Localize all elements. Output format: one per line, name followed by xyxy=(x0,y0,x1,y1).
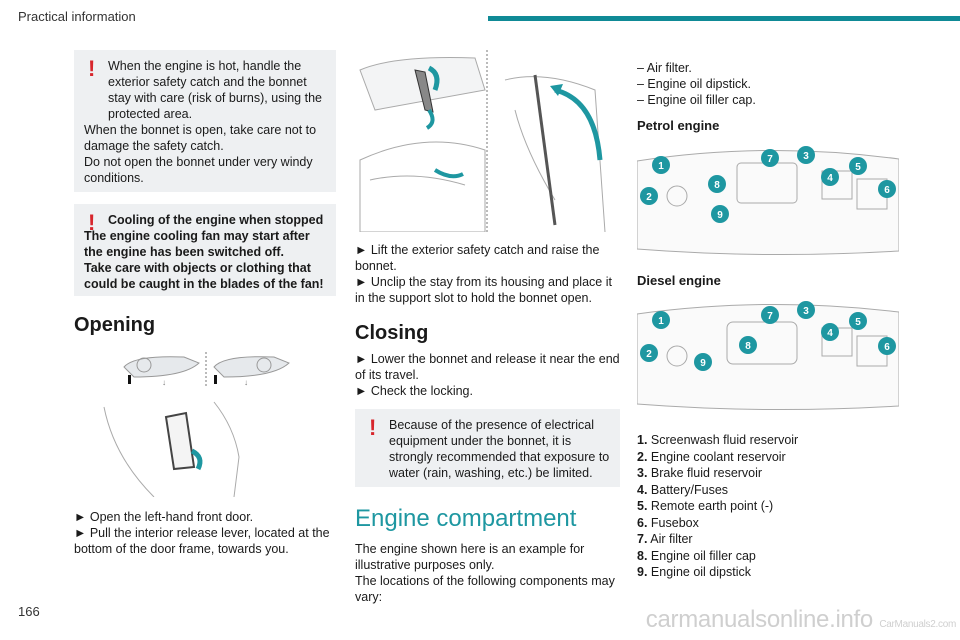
petrol-engine-heading: Petrol engine xyxy=(637,118,720,133)
watermark: carmanualsonline.info CarManuals2.com xyxy=(645,606,957,634)
engine-compartment-heading: Engine compartment xyxy=(355,505,577,532)
engine-intro: The engine shown here is an example for … xyxy=(355,541,620,605)
watermark-small: CarManuals2.com xyxy=(879,619,956,630)
legend-item: 6. Fusebox xyxy=(637,515,699,530)
warning-text: The engine cooling fan may start after t… xyxy=(84,229,310,259)
legend-item: 1. Screenwash fluid reservoir xyxy=(637,433,799,447)
watermark-main: carmanualsonline.info xyxy=(645,606,873,633)
bonnet-steps: ► Lift the exterior safety catch and rai… xyxy=(355,242,620,306)
opening-steps: ► Open the left-hand front door. ► Pull … xyxy=(74,509,336,557)
cooling-warning: ! Cooling of the engine when stopped The… xyxy=(74,204,336,296)
warning-icon: ! xyxy=(88,210,96,235)
callout-9: 9 xyxy=(700,358,706,369)
list-item: – Air filter. xyxy=(637,61,692,75)
page-header: Practical information xyxy=(0,0,960,36)
diesel-engine-diagram: 1 2 3 4 5 6 7 8 9 xyxy=(637,296,899,414)
warning-text: Do not open the bonnet under very windy … xyxy=(84,155,313,185)
petrol-engine-diagram: 1 2 3 4 5 6 7 8 9 xyxy=(637,141,899,259)
callout-3: 3 xyxy=(803,151,809,162)
callout-1: 1 xyxy=(658,161,664,172)
column-right: – Air filter. – Engine oil dipstick. – E… xyxy=(637,60,899,581)
step-text: ► Check the locking. xyxy=(355,384,473,398)
callout-3: 3 xyxy=(803,306,809,317)
callout-4: 4 xyxy=(827,173,833,184)
column-left: ! When the engine is hot, handle the ext… xyxy=(74,50,336,557)
component-list: – Air filter. – Engine oil dipstick. – E… xyxy=(637,60,899,108)
step-text: ► Lower the bonnet and release it near t… xyxy=(355,352,620,382)
diesel-engine-heading: Diesel engine xyxy=(637,273,721,288)
callout-6: 6 xyxy=(884,342,890,353)
water-warning: ! Because of the presence of electrical … xyxy=(355,409,620,487)
legend-item: 9. Engine oil dipstick xyxy=(637,565,751,579)
intro-text: The locations of the following component… xyxy=(355,574,615,604)
component-legend: 1. Screenwash fluid reservoir 2. Engine … xyxy=(637,432,899,581)
legend-item: 8. Engine oil filler cap xyxy=(637,548,756,563)
legend-item: 5. Remote earth point (-) xyxy=(637,499,774,513)
step-text: ► Pull the interior release lever, locat… xyxy=(74,526,330,556)
callout-8: 8 xyxy=(745,341,751,352)
warning-icon: ! xyxy=(369,415,377,440)
callout-9: 9 xyxy=(717,210,723,221)
step-text: ► Unclip the stay from its housing and p… xyxy=(355,275,612,305)
warning-text: Cooling of the engine when stopped xyxy=(108,213,324,227)
column-middle: ► Lift the exterior safety catch and rai… xyxy=(355,50,620,605)
callout-5: 5 xyxy=(855,162,861,173)
warning-icon: ! xyxy=(88,56,96,81)
legend-item: 3. Brake fluid reservoir xyxy=(637,466,763,480)
warning-text: Take care with objects or clothing that … xyxy=(84,261,324,291)
callout-5: 5 xyxy=(855,317,861,328)
warning-text: When the engine is hot, handle the exter… xyxy=(108,59,322,121)
header-accent-bar xyxy=(488,16,960,21)
closing-steps: ► Lower the bonnet and release it near t… xyxy=(355,351,620,399)
warning-text: When the bonnet is open, take care not t… xyxy=(84,123,317,153)
callout-7: 7 xyxy=(767,154,773,165)
list-item: – Engine oil filler cap. xyxy=(637,93,756,107)
callout-8: 8 xyxy=(714,180,720,191)
hot-engine-warning: ! When the engine is hot, handle the ext… xyxy=(74,50,336,192)
svg-text:↓: ↓ xyxy=(244,378,248,387)
release-lever-illustration: ↓ ↓ xyxy=(74,347,336,497)
legend-item: 4. Battery/Fuses xyxy=(637,482,729,497)
callout-4: 4 xyxy=(827,328,833,339)
bonnet-illustration xyxy=(355,50,620,232)
step-text: ► Lift the exterior safety catch and rai… xyxy=(355,243,600,273)
callout-2: 2 xyxy=(646,349,652,360)
section-title: Practical information xyxy=(18,9,136,24)
warning-text: Because of the presence of electrical eq… xyxy=(389,418,610,480)
callout-6: 6 xyxy=(884,185,890,196)
callout-7: 7 xyxy=(767,311,773,322)
intro-text: The engine shown here is an example for … xyxy=(355,542,585,572)
page-number: 166 xyxy=(18,604,40,619)
svg-text:↓: ↓ xyxy=(162,378,166,387)
step-text: ► Open the left-hand front door. xyxy=(74,510,254,524)
closing-heading: Closing xyxy=(355,322,429,344)
legend-item: 2. Engine coolant reservoir xyxy=(637,449,786,464)
opening-heading: Opening xyxy=(74,314,156,336)
list-item: – Engine oil dipstick. xyxy=(637,77,751,91)
callout-1: 1 xyxy=(658,316,664,327)
legend-item: 7. Air filter xyxy=(637,532,693,546)
callout-2: 2 xyxy=(646,192,652,203)
